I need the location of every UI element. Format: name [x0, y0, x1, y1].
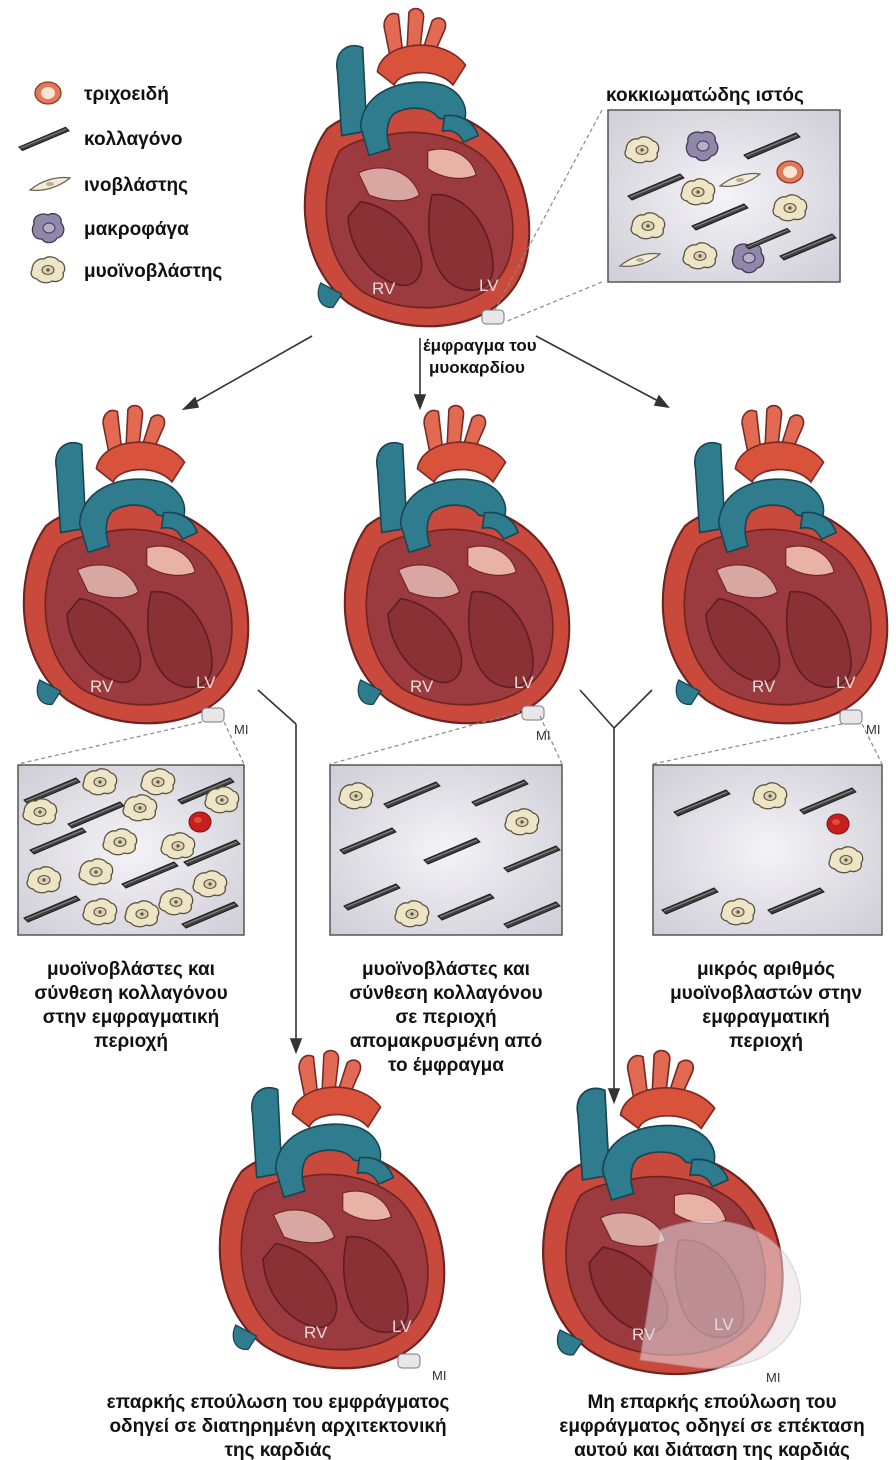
svg-text:μυοϊνοβλάστες και: μυοϊνοβλάστες και — [47, 959, 215, 980]
lv-label: LV — [714, 1315, 734, 1334]
svg-text:περιοχή: περιοχή — [729, 1031, 803, 1052]
caption-good-healing: επαρκής επούλωση του εμφράγματος οδηγεί … — [107, 1392, 450, 1460]
svg-text:περιοχή: περιοχή — [94, 1031, 168, 1052]
caption-left: μυοϊνοβλάστες και σύνθεση κολλαγόνου στη… — [34, 959, 227, 1052]
lv-label: LV — [392, 1317, 412, 1336]
svg-text:αυτού και διάταση της καρδιάς: αυτού και διάταση της καρδιάς — [574, 1440, 850, 1460]
svg-text:το έμφραγμα: το έμφραγμα — [388, 1055, 504, 1076]
mi-label: MI — [766, 1370, 780, 1385]
myofibroblast-icon — [31, 257, 65, 283]
collagen-icon — [19, 127, 69, 150]
rv-label: RV — [752, 677, 776, 696]
svg-text:επαρκής επούλωση του εμφράγματ: επαρκής επούλωση του εμφράγματος — [107, 1392, 450, 1413]
legend-macrophage: μακροφάγα — [84, 219, 189, 240]
lv-label: LV — [836, 673, 856, 692]
svg-text:της καρδιάς: της καρδιάς — [224, 1440, 331, 1460]
svg-text:απομακρυσμένη από: απομακρυσμένη από — [350, 1031, 543, 1052]
infarct-patch — [398, 1354, 420, 1368]
svg-text:σύνθεση κολλαγόνου: σύνθεση κολλαγόνου — [349, 983, 542, 1004]
lv-label: LV — [514, 673, 534, 692]
granulation-tissue-box — [608, 110, 840, 282]
tissue-panel-middle — [330, 765, 562, 935]
lv-label: LV — [479, 276, 499, 295]
tissue-panel-left — [18, 765, 244, 935]
svg-text:Μη επαρκής επούλωση του: Μη επαρκής επούλωση του — [587, 1392, 836, 1413]
legend-myofibroblast: μυοϊνοβλάστης — [84, 261, 222, 282]
rv-label: RV — [372, 279, 396, 298]
mi-label: MI — [866, 722, 880, 737]
caption-right: μικρός αριθμός μυοϊνοβλαστών στην εμφραγ… — [670, 959, 862, 1052]
granulation-tissue-title: κοκκιωματώδης ιστός — [606, 85, 804, 106]
rv-label: RV — [304, 1323, 328, 1342]
svg-text:σε περιοχή: σε περιοχή — [395, 1007, 496, 1028]
macrophage-icon — [32, 214, 63, 243]
svg-text:εμφραγματική: εμφραγματική — [702, 1007, 830, 1028]
svg-text:μυοϊνοβλαστών στην: μυοϊνοβλαστών στην — [670, 983, 862, 1004]
caption-middle: μυοϊνοβλάστες και σύνθεση κολλαγόνου σε … — [349, 959, 542, 1076]
svg-text:μικρός αριθμός: μικρός αριθμός — [697, 959, 835, 980]
heart-middle — [345, 406, 569, 724]
capillary-icon — [35, 82, 61, 104]
legend: τριχοειδή κολλαγόνο ινοβλάστης μακροφάγα… — [19, 82, 223, 283]
infarct-label-line1: έμφραγμα του — [423, 336, 537, 355]
rv-label: RV — [90, 677, 114, 696]
infarct-patch — [482, 310, 504, 324]
svg-text:στην εμφραγματική: στην εμφραγματική — [43, 1007, 219, 1028]
infarct-patch — [202, 708, 224, 722]
rv-label: RV — [632, 1325, 656, 1344]
svg-text:σύνθεση κολλαγόνου: σύνθεση κολλαγόνου — [34, 983, 227, 1004]
svg-text:μυοϊνοβλάστες και: μυοϊνοβλάστες και — [362, 959, 530, 980]
legend-fibroblast: ινοβλάστης — [84, 175, 188, 196]
infarct-patch — [840, 710, 862, 724]
fibroblast-icon — [30, 178, 70, 191]
rv-label: RV — [410, 677, 434, 696]
legend-collagen: κολλαγόνο — [84, 129, 183, 150]
infarct-label-line2: μυοκαρδίου — [429, 358, 525, 377]
mi-label: MI — [234, 722, 248, 737]
tissue-panel-right — [653, 765, 882, 935]
svg-text:εμφράγματος οδηγεί σε επέκταση: εμφράγματος οδηγεί σε επέκταση — [559, 1416, 864, 1437]
legend-capillary: τριχοειδή — [84, 84, 169, 105]
lv-label: LV — [196, 673, 216, 692]
mi-label: MI — [432, 1368, 446, 1383]
svg-text:οδηγεί σε διατηρημένη αρχιτεκτ: οδηγεί σε διατηρημένη αρχιτεκτονική — [109, 1416, 446, 1437]
caption-poor-healing: Μη επαρκής επούλωση του εμφράγματος οδηγ… — [559, 1392, 864, 1460]
